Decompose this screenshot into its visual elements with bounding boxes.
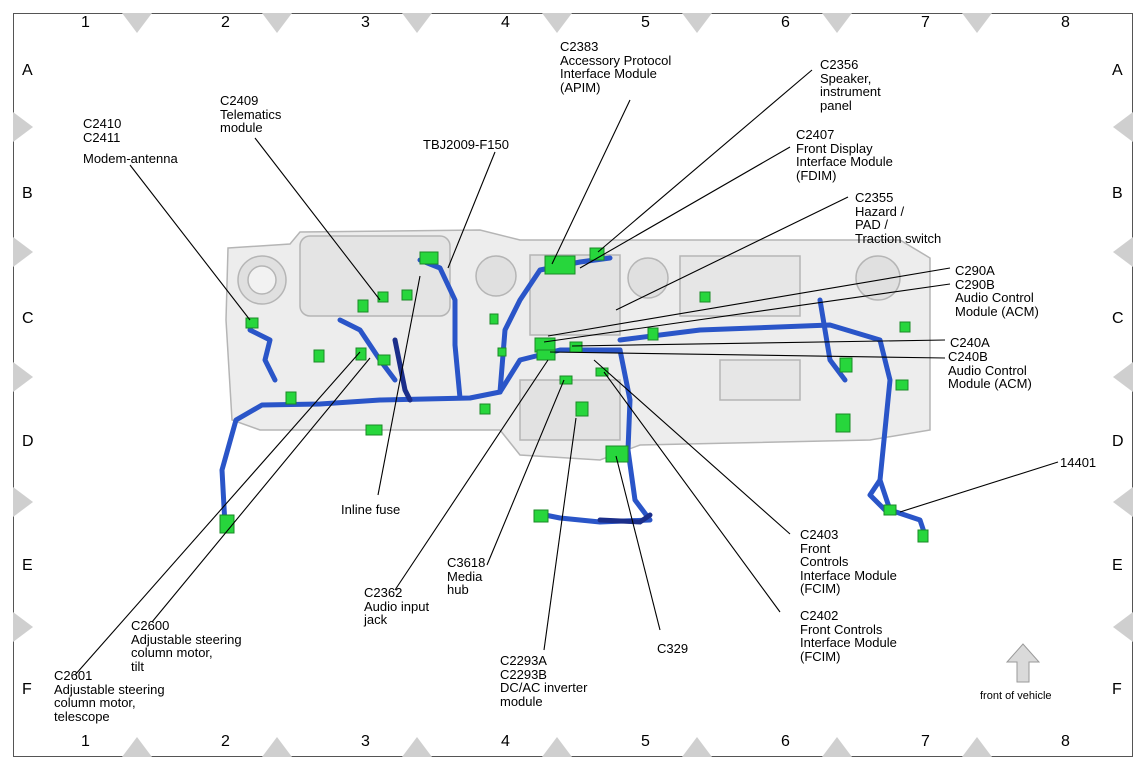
connectors	[219, 247, 929, 543]
callout-c240b: C240B Audio Control Module (ACM)	[948, 349, 1032, 391]
row-label: E	[22, 557, 33, 574]
callout-modem-antenna: Modem-antenna	[83, 151, 178, 166]
col-label: 8	[1061, 14, 1070, 31]
callout-14401: 14401	[1060, 455, 1097, 470]
row-label: F	[22, 681, 32, 698]
callout-c2355: C2355 Hazard / PAD / Traction switch	[855, 190, 942, 246]
front-of-vehicle-label: front of vehicle	[980, 690, 1052, 702]
row-label: D	[1112, 433, 1124, 450]
callout-c3618: C3618 Media hub	[447, 555, 486, 597]
col-label: 5	[641, 733, 650, 750]
row-label: F	[1112, 681, 1122, 698]
row-label: D	[22, 433, 34, 450]
col-label: 3	[361, 14, 370, 31]
col-label: 8	[1061, 733, 1070, 750]
row-label: A	[1112, 62, 1123, 79]
callout-c240a: C240A	[950, 335, 990, 350]
callout-c2402: C2402 Front Controls Interface Module (F…	[800, 608, 897, 664]
row-label: B	[1112, 185, 1123, 202]
callout-c2410: C2410 C2411	[83, 116, 122, 145]
callout-c2407: C2407 Front Display Interface Module (FD…	[796, 127, 893, 183]
callout-c2409: C2409 Telematics module	[220, 93, 282, 135]
row-label: C	[22, 310, 34, 327]
front-arrow-icon	[1005, 643, 1041, 683]
zone-markers	[13, 13, 1133, 757]
col-label: 3	[361, 733, 370, 750]
callout-c2362: C2362 Audio input jack	[364, 585, 430, 627]
callout-c2293: C2293A C2293B DC/AC inverter module	[500, 653, 588, 709]
col-label: 6	[781, 14, 790, 31]
col-label: 4	[501, 14, 510, 31]
callout-c2383: C2383 Accessory Protocol Interface Modul…	[560, 39, 672, 95]
col-label: 1	[81, 14, 90, 31]
col-label: 1	[81, 733, 90, 750]
callout-c2356: C2356 Speaker, instrument panel	[820, 57, 881, 113]
col-label: 7	[921, 733, 930, 750]
row-label: A	[22, 62, 33, 79]
callout-c329: C329	[657, 641, 689, 656]
col-label: 4	[501, 733, 510, 750]
col-label: 7	[921, 14, 930, 31]
row-label: E	[1112, 557, 1123, 574]
callout-c2403: C2403 Front Controls Interface Module (F…	[800, 527, 897, 596]
callout-inline-fuse: Inline fuse	[341, 502, 401, 517]
callout-c290: C290A C290B Audio Control Module (ACM)	[955, 263, 1039, 319]
row-label: B	[22, 185, 33, 202]
col-label: 5	[641, 14, 650, 31]
col-label: 2	[221, 14, 230, 31]
callout-reference: TBJ2009-F150	[423, 137, 509, 152]
callout-c2601: C2601 Adjustable steering column motor, …	[54, 668, 165, 724]
callout-c2600: C2600 Adjustable steering column motor, …	[131, 618, 242, 674]
wiring-harness-dark	[392, 337, 653, 525]
col-label: 6	[781, 733, 790, 750]
leader-lines	[74, 69, 1059, 676]
col-label: 2	[221, 733, 230, 750]
row-label: C	[1112, 310, 1124, 327]
